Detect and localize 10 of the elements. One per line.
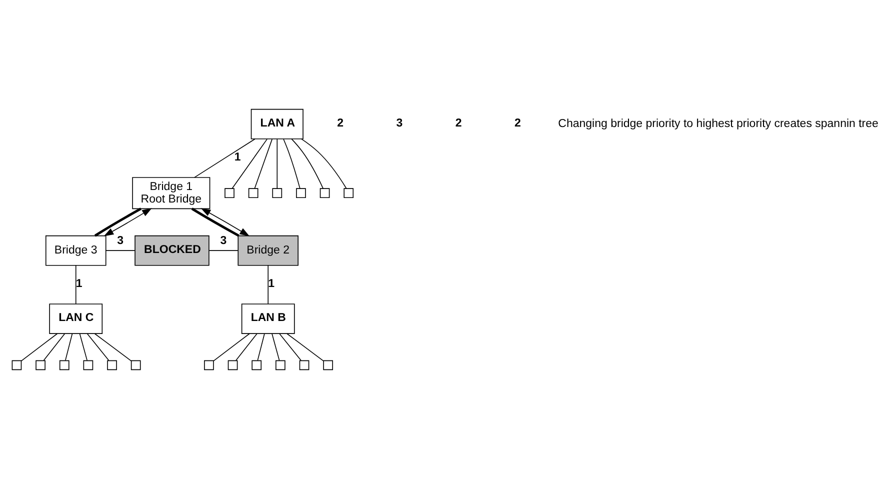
label: Changing bridge priority to highest priority creates spannin tree [558, 118, 878, 130]
edge-label: 3 [220, 234, 227, 247]
label: 3 [396, 116, 403, 129]
edge-label: 1 [76, 277, 82, 290]
edge-label: 1 [234, 150, 241, 163]
edge-label: 3 [117, 234, 124, 247]
label: 2 [337, 116, 344, 129]
label: 2 [514, 116, 521, 129]
edge-label: 1 [268, 277, 275, 290]
label: 2 [455, 116, 462, 129]
